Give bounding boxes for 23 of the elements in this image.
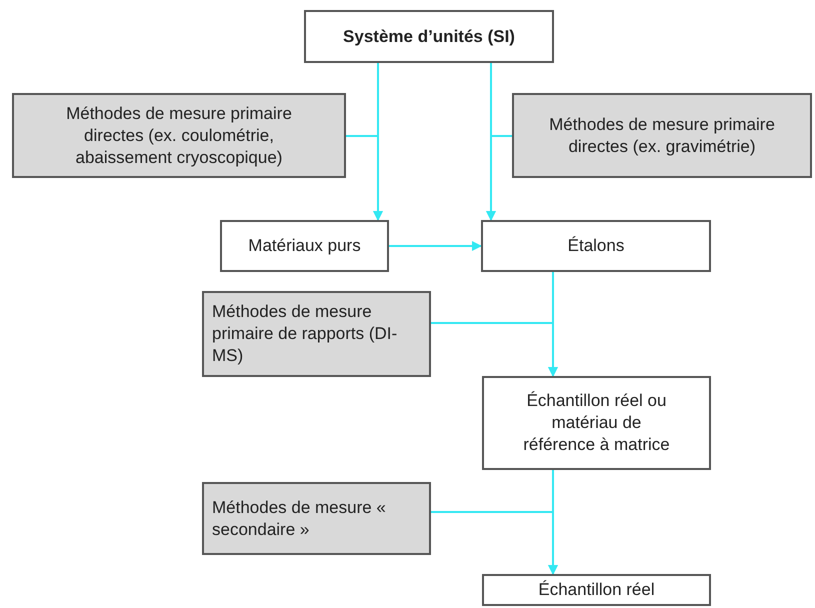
box-text: Méthodes de mesure primaire de rapports (DI-MS) bbox=[212, 301, 398, 367]
process-box bbox=[304, 10, 554, 63]
process-box bbox=[481, 220, 711, 272]
arrow bbox=[431, 322, 558, 377]
process-box bbox=[482, 376, 711, 470]
box-text: Échantillon réel bbox=[538, 579, 655, 601]
box-text: Méthodes de mesure primaire directes (ex. gravimétrie) bbox=[548, 114, 776, 158]
box-text: Étalons bbox=[568, 235, 624, 257]
box-text: Méthodes de mesure primaire directes (ex. coulométrie, abaissement cryoscopique) bbox=[65, 102, 293, 168]
box-text: Système d’unités (SI) bbox=[343, 26, 515, 48]
process-box bbox=[220, 220, 389, 272]
arrow bbox=[486, 135, 512, 221]
arrow bbox=[346, 135, 383, 221]
method-box bbox=[202, 482, 431, 555]
method-box bbox=[12, 93, 346, 178]
box-text: Échantillon réel ou matériau de référence à matrice bbox=[522, 390, 671, 456]
process-box bbox=[482, 574, 711, 606]
box-text: Méthodes de mesure « secondaire » bbox=[212, 496, 387, 540]
method-box bbox=[202, 291, 431, 377]
arrow bbox=[389, 241, 482, 251]
method-box bbox=[512, 93, 812, 178]
box-text: Matériaux purs bbox=[248, 235, 361, 257]
arrow bbox=[431, 511, 558, 575]
